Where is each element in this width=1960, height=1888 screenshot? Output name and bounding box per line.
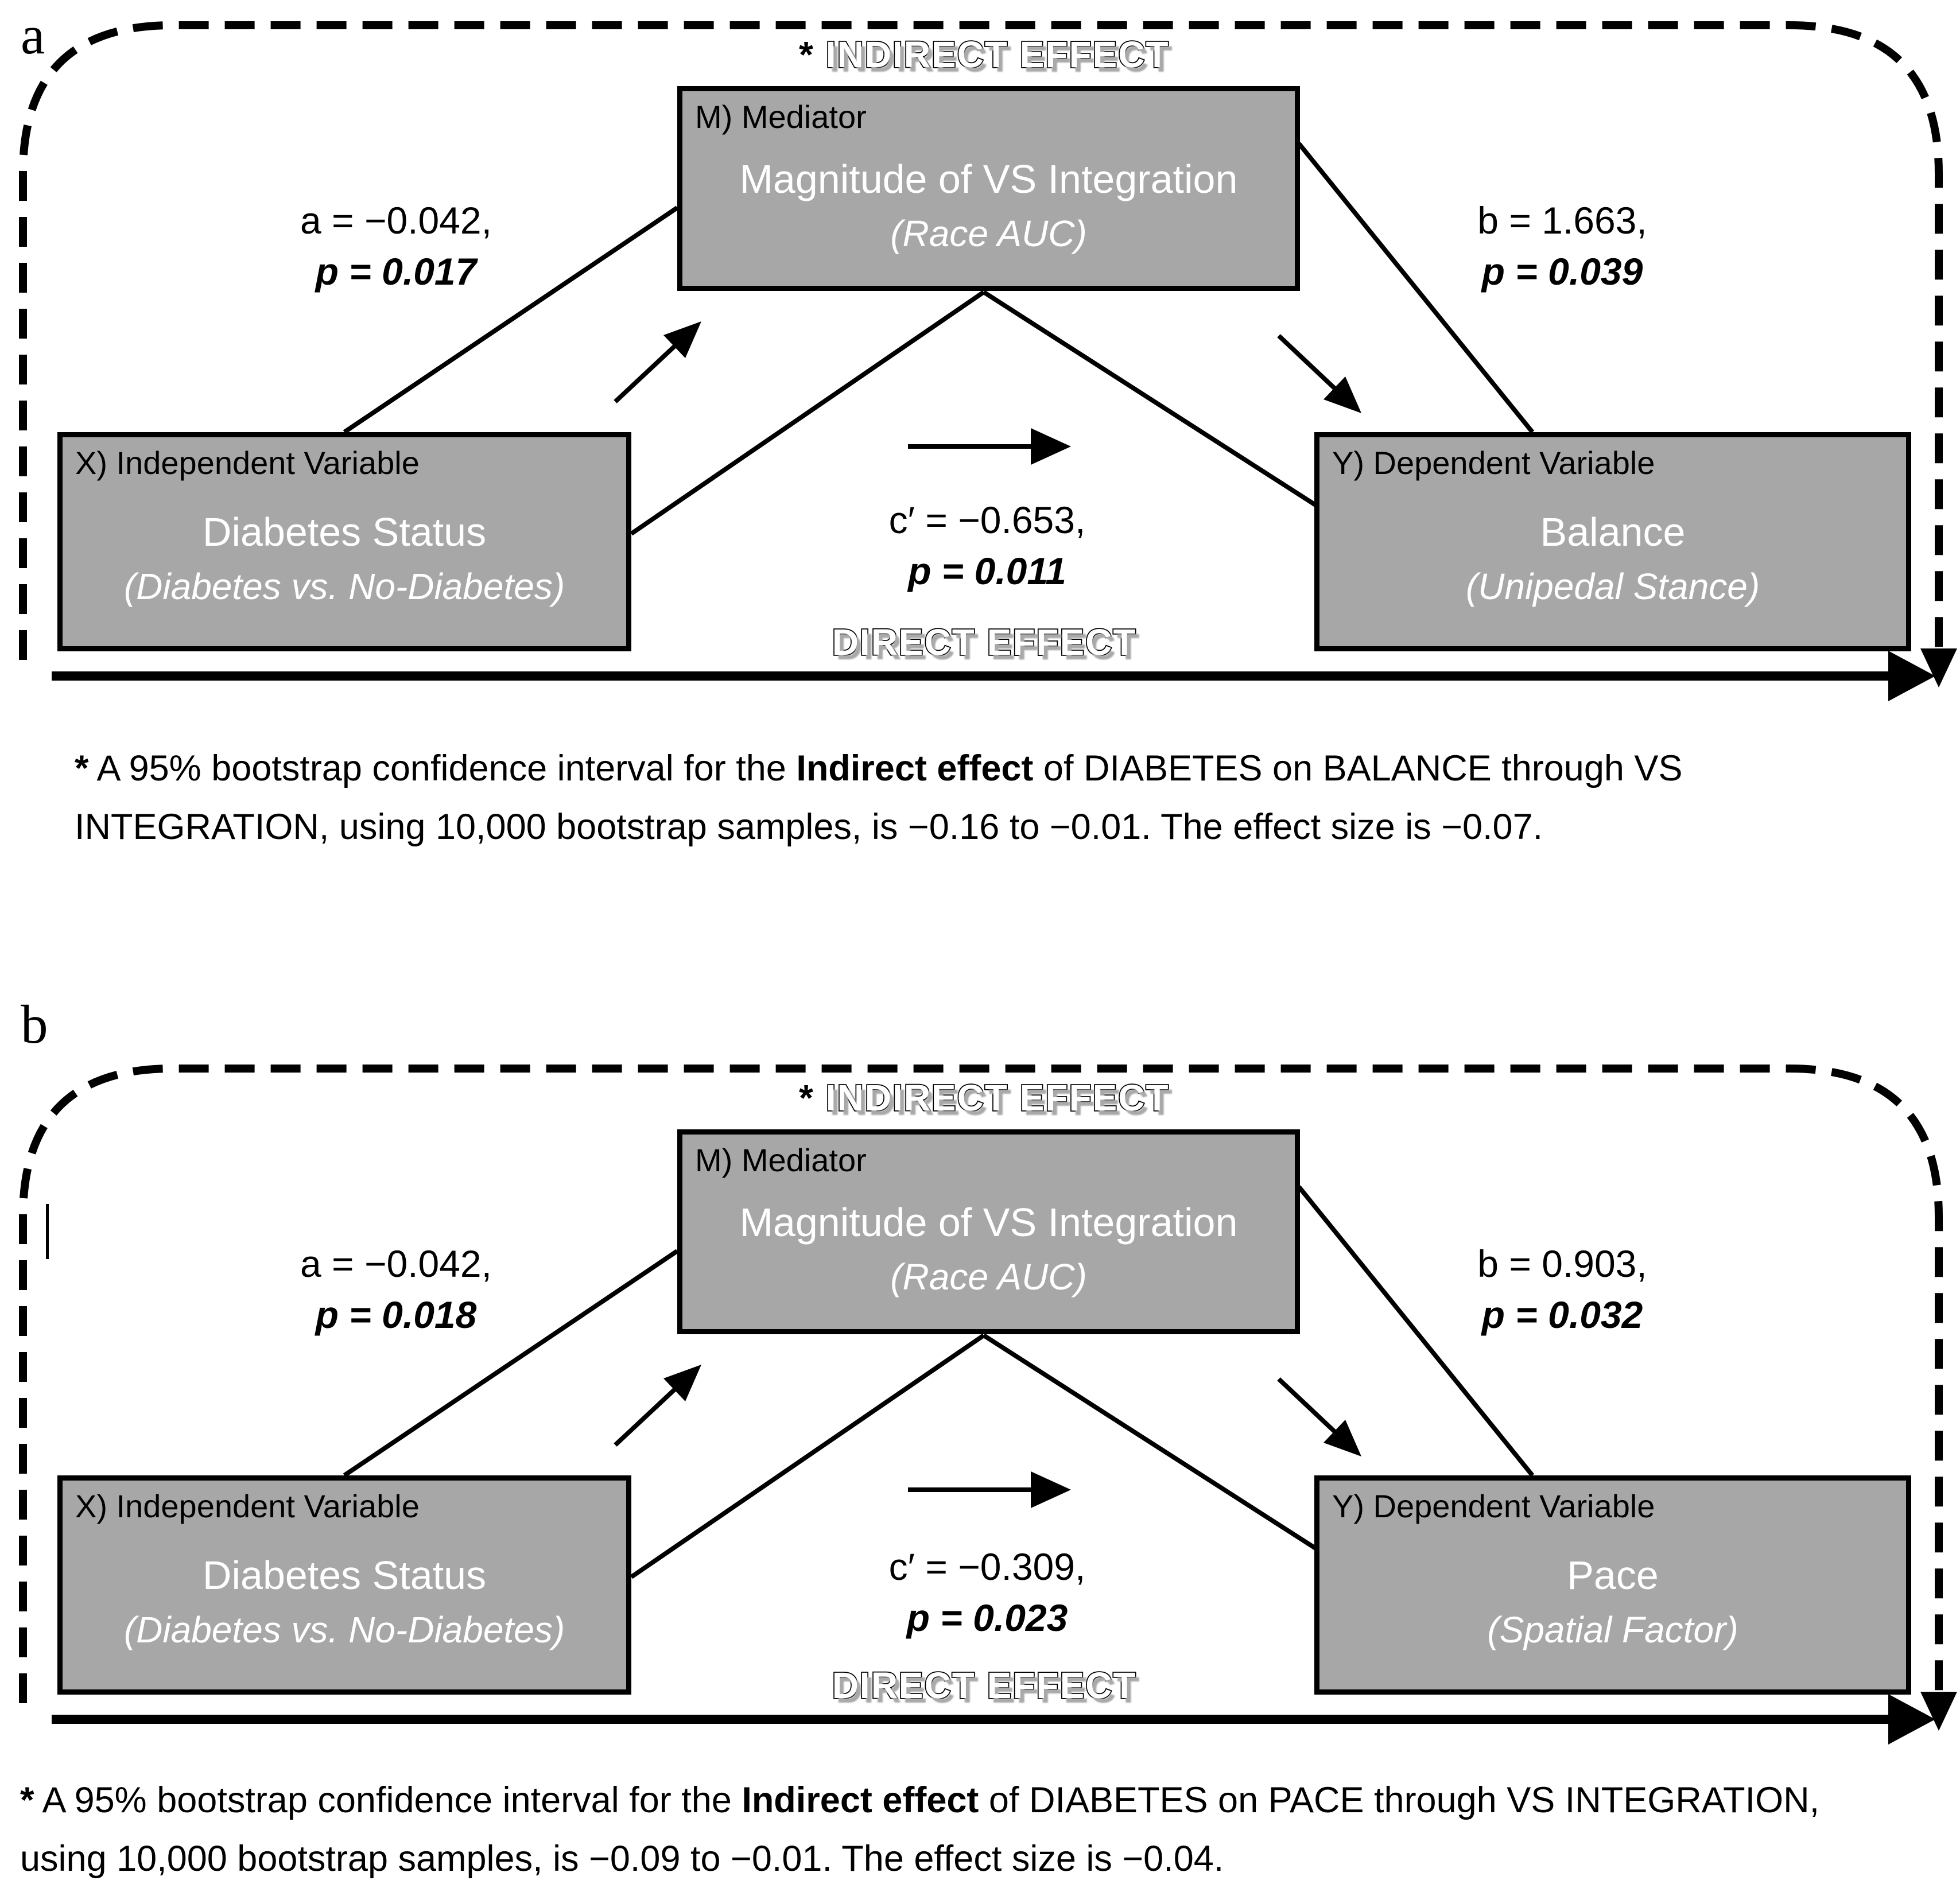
path-b-pvalue-b: p = 0.032 — [1481, 1293, 1643, 1337]
indirect-effect-dashed-border-a — [19, 21, 1943, 660]
path-c-coef-b: c′ = −0.309, — [888, 1545, 1086, 1588]
mediator-tag-a: M) Mediator — [695, 99, 867, 135]
dependent-subtitle-b: (Spatial Factor) — [1487, 1609, 1738, 1650]
independent-variable-box-a: X) Independent Variable Diabetes Status … — [57, 432, 631, 651]
footnote-text-b-2: of DIABETES on PACE through VS INTEGRATI… — [979, 1780, 1820, 1820]
indirect-effect-title-b: * INDIRECT EFFECT — [799, 1076, 1169, 1120]
indirect-asterisk-b: * — [799, 1077, 814, 1118]
path-b-line2-a — [982, 290, 1317, 507]
path-a-line2-a — [630, 290, 985, 536]
small-arrow-a-path-b — [614, 1385, 679, 1447]
path-c-label-b: c′ = −0.309, p = 0.023 — [838, 1541, 1136, 1644]
small-arrowhead-b-path-b — [1324, 1420, 1361, 1456]
direct-effect-arrowhead-a — [1888, 651, 1935, 701]
small-arrow-a-path-a — [614, 342, 679, 403]
independent-tag-b: X) Independent Variable — [75, 1488, 420, 1524]
indirect-effect-dashed-border-b — [19, 1065, 1943, 1703]
small-arrowhead-c-path-a — [1031, 428, 1071, 465]
text-cursor-artifact — [46, 1204, 49, 1259]
independent-title-b: Diabetes Status — [202, 1553, 487, 1598]
dependent-subtitle-a: (Unipedal Stance) — [1465, 566, 1760, 607]
footnote-text-a-2: of DIABETES on BALANCE through VS — [1033, 748, 1683, 788]
small-arrow-b-path-a — [1277, 334, 1339, 393]
mediator-box-b: M) Mediator Magnitude of VS Integration … — [677, 1129, 1300, 1334]
indirect-effect-title-a: * INDIRECT EFFECT — [799, 33, 1169, 76]
dependent-title-a: Balance — [1540, 510, 1686, 554]
small-arrowhead-a-path-b — [663, 1365, 701, 1401]
path-a-coef-a: a = −0.042, — [300, 199, 492, 242]
indirect-effect-text-a: INDIRECT EFFECT — [825, 33, 1170, 76]
small-arrowhead-c-path-b — [1031, 1471, 1071, 1508]
direct-effect-arrowhead-b — [1888, 1694, 1935, 1745]
footnote-bold-b: Indirect effect — [742, 1780, 979, 1820]
independent-title-a: Diabetes Status — [202, 510, 487, 554]
path-a-coef-b: a = −0.042, — [300, 1242, 492, 1285]
footnote-marker-a: * — [75, 748, 89, 788]
footnote-a: * A 95% bootstrap confidence interval fo… — [75, 739, 1888, 856]
dependent-variable-box-a: Y) Dependent Variable Balance (Unipedal … — [1314, 432, 1911, 651]
mediator-title-b: Magnitude of VS Integration — [739, 1199, 1238, 1245]
path-a-pvalue-a: p = 0.017 — [315, 250, 477, 293]
mediator-tag-b: M) Mediator — [695, 1142, 867, 1178]
small-arrowhead-a-path-a — [663, 321, 701, 358]
direct-effect-text-b: DIRECT EFFECT — [831, 1664, 1137, 1707]
mediator-subtitle-b: (Race AUC) — [890, 1256, 1087, 1297]
footnote-marker-b: * — [20, 1780, 34, 1820]
small-arrow-b-path-b — [1277, 1377, 1339, 1436]
small-arrowhead-b-path-a — [1324, 376, 1361, 413]
path-a-label-b: a = −0.042, p = 0.018 — [247, 1238, 545, 1341]
path-a-label-a: a = −0.042, p = 0.017 — [247, 195, 545, 297]
dependent-tag-a: Y) Dependent Variable — [1332, 445, 1655, 481]
mediator-title-a: Magnitude of VS Integration — [739, 156, 1238, 201]
direct-effect-title-a: DIRECT EFFECT — [801, 620, 1168, 664]
independent-tag-a: X) Independent Variable — [75, 445, 420, 481]
footnote-bold-a: Indirect effect — [796, 748, 1034, 788]
path-c-coef-a: c′ = −0.653, — [888, 499, 1086, 541]
path-b-line2-b — [982, 1333, 1317, 1551]
indirect-asterisk-a: * — [799, 34, 814, 75]
path-b-label-a: b = 1.663, p = 0.039 — [1413, 195, 1711, 297]
dependent-title-b: Pace — [1567, 1553, 1659, 1598]
path-c-pvalue-b: p = 0.023 — [906, 1596, 1068, 1640]
independent-subtitle-a: (Diabetes vs. No-Diabetes) — [123, 566, 565, 607]
footnote-text-b-3: using 10,000 bootstrap samples, is −0.09… — [20, 1839, 1224, 1879]
path-b-line-a — [1297, 142, 1535, 434]
path-a-line-b — [343, 1249, 679, 1478]
dependent-variable-box-b: Y) Dependent Variable Pace (Spatial Fact… — [1314, 1475, 1911, 1695]
path-b-pvalue-a: p = 0.039 — [1481, 250, 1643, 293]
footnote-b: * A 95% bootstrap confidence interval fo… — [20, 1771, 1954, 1888]
mediator-subtitle-a: (Race AUC) — [890, 212, 1087, 254]
panel-letter-a: a — [21, 5, 45, 65]
mediator-box-a: M) Mediator Magnitude of VS Integration … — [677, 86, 1300, 291]
path-c-pvalue-a: p = 0.011 — [908, 550, 1066, 593]
footnote-text-a-1: A 95% bootstrap confidence interval for … — [88, 748, 797, 788]
indirect-effect-arrowhead-a — [1920, 648, 1957, 687]
path-c-label-a: c′ = −0.653, p = 0.011 — [838, 495, 1136, 597]
direct-effect-text-a: DIRECT EFFECT — [831, 620, 1137, 664]
path-b-coef-a: b = 1.663, — [1477, 199, 1647, 242]
path-b-line-b — [1297, 1185, 1535, 1477]
independent-subtitle-b: (Diabetes vs. No-Diabetes) — [123, 1609, 565, 1650]
footnote-text-b-1: A 95% bootstrap confidence interval for … — [34, 1780, 742, 1820]
path-b-label-b: b = 0.903, p = 0.032 — [1413, 1238, 1711, 1341]
indirect-effect-text-b: INDIRECT EFFECT — [825, 1076, 1170, 1120]
footnote-text-a-3: INTEGRATION, using 10,000 bootstrap samp… — [75, 807, 1543, 848]
indirect-effect-arrowhead-b — [1920, 1692, 1957, 1731]
dependent-tag-b: Y) Dependent Variable — [1332, 1488, 1655, 1524]
direct-effect-title-b: DIRECT EFFECT — [801, 1664, 1168, 1707]
path-b-coef-b: b = 0.903, — [1477, 1242, 1647, 1285]
panel-letter-b: b — [21, 994, 48, 1055]
path-a-line-a — [343, 205, 679, 434]
independent-variable-box-b: X) Independent Variable Diabetes Status … — [57, 1475, 631, 1695]
path-a-pvalue-b: p = 0.018 — [315, 1293, 477, 1337]
path-a-line2-b — [630, 1333, 985, 1579]
